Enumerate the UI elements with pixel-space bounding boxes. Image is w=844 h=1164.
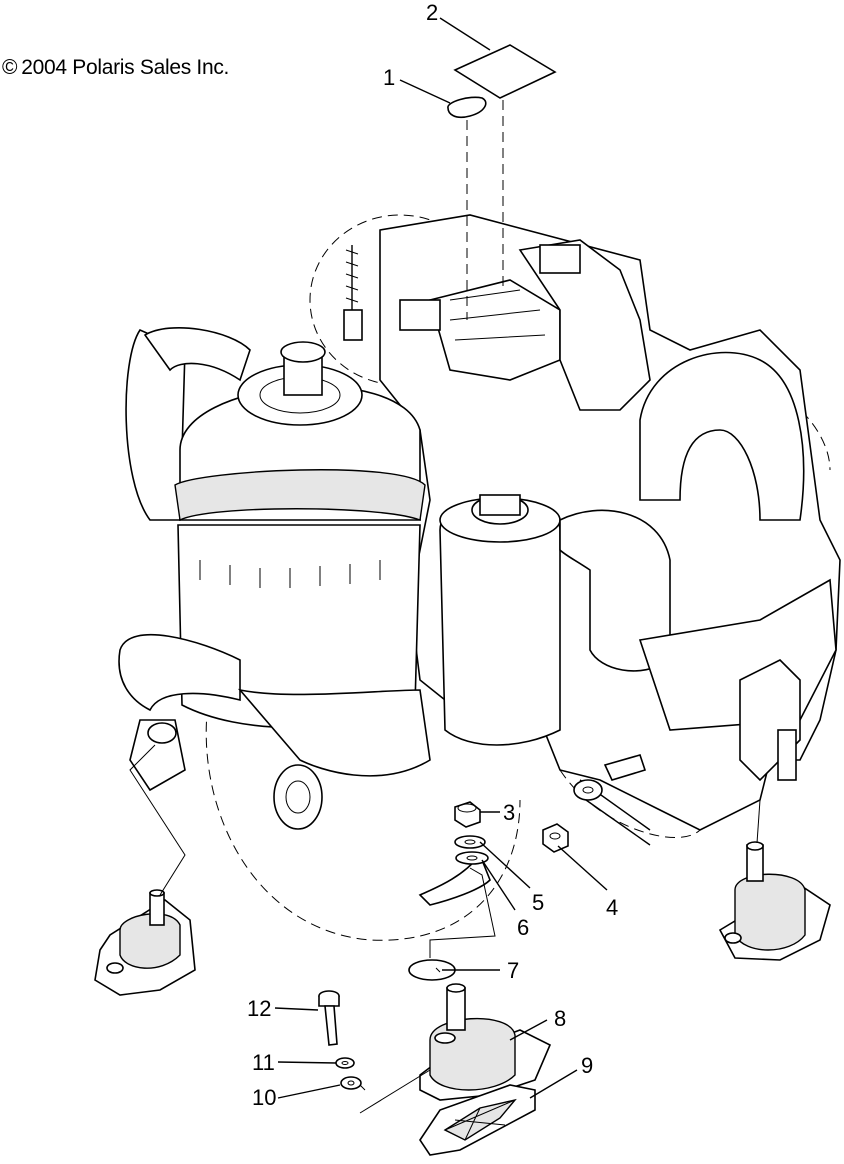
callout-11: 11: [252, 1050, 275, 1075]
decal-small: [447, 96, 487, 119]
decal-parts: [447, 44, 557, 320]
engine-assembly: [118, 214, 841, 941]
assembly-lines: [129, 744, 761, 1114]
callout-4: 4: [606, 895, 618, 920]
callout-3: 3: [503, 800, 515, 825]
callout-1: 1: [383, 65, 395, 90]
engine-mounts: [94, 841, 831, 1156]
callout-12: 12: [247, 996, 271, 1021]
decal-large: [453, 44, 557, 99]
callout-5: 5: [532, 890, 544, 915]
callout-9: 9: [581, 1053, 593, 1078]
copyright-symbol: ©: [2, 56, 18, 79]
callout-10: 10: [252, 1085, 276, 1110]
callout-8: 8: [554, 1006, 566, 1031]
copyright-text: 2004 Polaris Sales Inc.: [21, 56, 230, 79]
leader-lines: [274, 17, 608, 1099]
copyright-notice: ©2004 Polaris Sales Inc.: [2, 56, 229, 80]
callout-6: 6: [517, 915, 529, 940]
callout-7: 7: [507, 958, 519, 983]
loose-hardware: [318, 801, 569, 1091]
callout-numbers: 1 2 3 4 5 6 7 8 9 10 11 12: [247, 0, 618, 1110]
callout-2: 2: [426, 0, 438, 25]
